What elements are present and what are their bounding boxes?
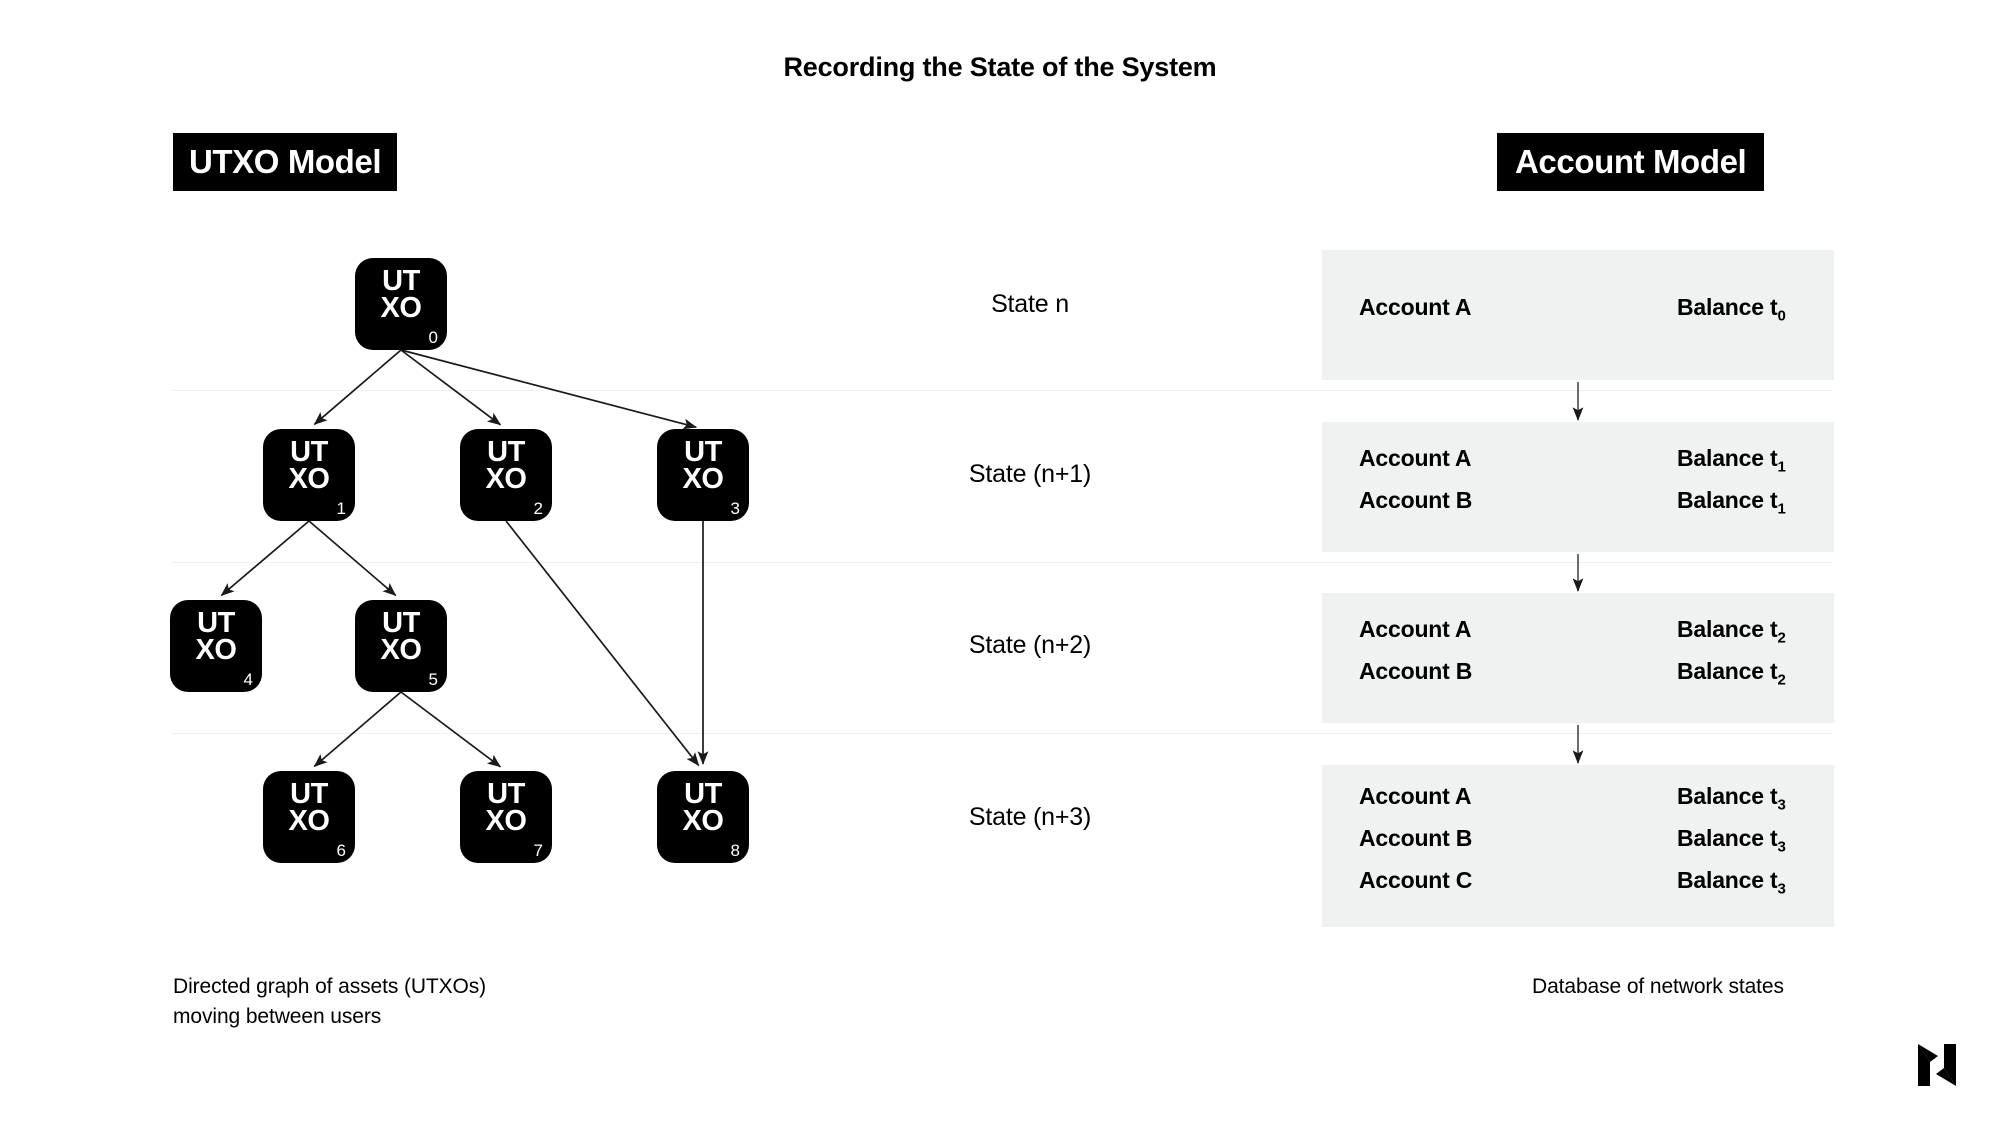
account-row: Account B Balance t3 (1322, 825, 1834, 867)
divider-line-0 (172, 390, 1832, 391)
left-caption-line2: moving between users (173, 1005, 382, 1029)
utxo-node-subscript: 8 (730, 841, 740, 860)
balance-subscript: 2 (1777, 671, 1786, 689)
account-row: Account B Balance t2 (1322, 658, 1834, 700)
edge-utxo-5-to-utxo-7 (400, 691, 502, 768)
account-row: Account A Balance t2 (1322, 616, 1834, 658)
utxo-node-subscript: 4 (243, 670, 253, 689)
balance-subscript: 3 (1777, 880, 1786, 898)
edge-utxo-1-to-utxo-4 (220, 520, 310, 597)
account-row: Account B Balance t1 (1322, 487, 1834, 529)
account-row: Account A Balance t0 (1322, 294, 1834, 336)
balance-subscript: 2 (1777, 629, 1786, 647)
utxo-node-subscript: 0 (428, 328, 438, 347)
utxo-node-subscript: 5 (428, 670, 438, 689)
account-name: Account B (1359, 825, 1473, 851)
edge-utxo-0-to-utxo-1 (313, 349, 402, 426)
account-row: Account C Balance t3 (1322, 867, 1834, 909)
page-title: Recording the State of the System (783, 52, 1217, 82)
utxo-model-badge: UTXO Model (173, 133, 398, 191)
account-panel-2: Account A Balance t2 Account B Balance t2 (1322, 593, 1834, 723)
account-balance: Balance t1 (1677, 445, 1786, 476)
account-name: Account B (1359, 487, 1473, 513)
utxo-node-subscript: 1 (336, 499, 346, 518)
account-balance: Balance t3 (1677, 825, 1786, 856)
account-model-badge: Account Model (1497, 133, 1765, 191)
account-balance: Balance t3 (1677, 783, 1786, 814)
edge-utxo-5-to-utxo-6 (313, 691, 402, 768)
balance-subscript: 1 (1777, 500, 1786, 518)
account-row: Account A Balance t3 (1322, 783, 1834, 825)
state-label-0: State n (991, 290, 1069, 318)
left-caption: Directed graph of assets (UTXOs) moving … (173, 972, 593, 1033)
utxo-node-subscript: 2 (533, 499, 543, 518)
balance-subscript: 3 (1777, 796, 1786, 814)
divider-line-1 (172, 562, 1832, 563)
account-name: Account A (1359, 616, 1472, 642)
balance-subscript: 0 (1777, 307, 1786, 325)
account-name: Account A (1359, 445, 1472, 471)
account-panel-1: Account A Balance t1 Account B Balance t1 (1322, 422, 1834, 552)
account-name: Account B (1359, 658, 1473, 684)
account-balance: Balance t2 (1677, 616, 1786, 647)
account-panel-0: Account A Balance t0 (1322, 250, 1834, 380)
utxo-node-subscript: 3 (730, 499, 740, 518)
edge-utxo-1-to-utxo-5 (308, 520, 397, 597)
account-name: Account A (1359, 294, 1472, 320)
account-rows: Account A Balance t0 (1322, 294, 1834, 336)
account-balance: Balance t0 (1677, 294, 1786, 325)
edge-utxo-0-to-utxo-2 (400, 349, 502, 426)
nakamoto-logo-icon (1918, 1044, 1956, 1086)
edge-utxo-2-to-utxo-8 (505, 520, 700, 767)
edge-utxo-0-to-utxo-3 (400, 349, 698, 430)
account-name: Account C (1359, 867, 1473, 893)
account-name: Account A (1359, 783, 1472, 809)
state-label-1: State (n+1) (968, 460, 1092, 488)
account-balance: Balance t2 (1677, 658, 1786, 689)
balance-subscript: 3 (1777, 838, 1786, 856)
utxo-node-subscript: 7 (533, 841, 543, 860)
right-caption: Database of network states (1532, 975, 1784, 998)
account-row: Account A Balance t1 (1322, 445, 1834, 487)
balance-subscript: 1 (1777, 458, 1786, 476)
account-rows: Account A Balance t1 Account B Balance t1 (1322, 445, 1834, 529)
account-balance: Balance t3 (1677, 867, 1786, 898)
state-label-2: State (n+2) (968, 631, 1092, 659)
state-label-3: State (n+3) (968, 803, 1092, 831)
account-rows: Account A Balance t2 Account B Balance t2 (1322, 616, 1834, 700)
utxo-node-subscript: 6 (336, 841, 346, 860)
account-balance: Balance t1 (1677, 487, 1786, 518)
left-caption-line1: Directed graph of assets (UTXOs) (173, 975, 487, 998)
divider-line-2 (172, 733, 1832, 734)
